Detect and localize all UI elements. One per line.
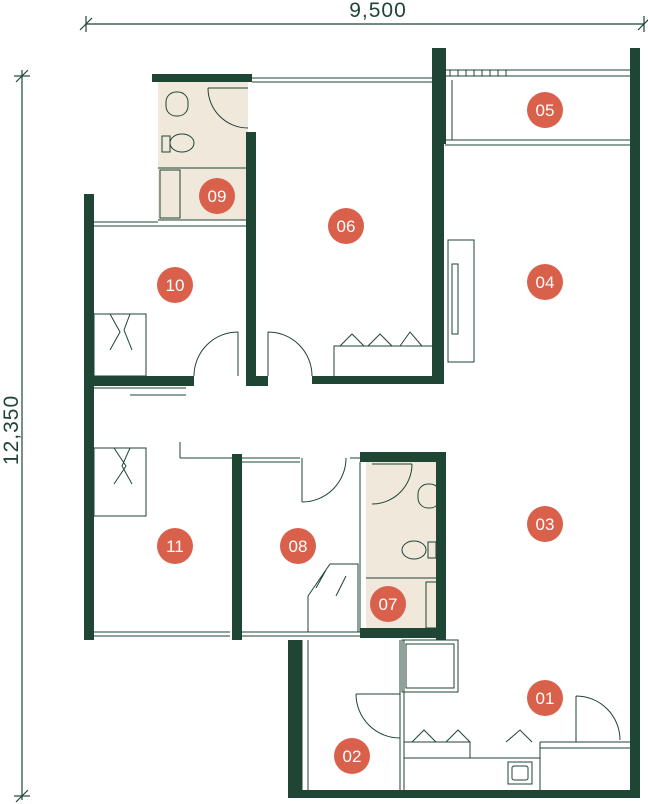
room-marker-05: 05 xyxy=(527,92,563,128)
svg-text:02: 02 xyxy=(343,747,362,766)
room-marker-01: 01 xyxy=(527,680,563,716)
room-markers: 01 02 03 04 05 06 07 08 09 10 11 xyxy=(157,92,563,774)
svg-text:04: 04 xyxy=(536,273,555,292)
room-marker-04: 04 xyxy=(527,264,563,300)
svg-text:03: 03 xyxy=(536,515,555,534)
svg-text:05: 05 xyxy=(536,101,555,120)
room-marker-06: 06 xyxy=(328,208,364,244)
thin-lines xyxy=(94,69,636,796)
svg-text:06: 06 xyxy=(337,217,356,236)
door-swings xyxy=(193,87,621,742)
width-dimension-label: 9,500 xyxy=(349,0,407,22)
room-marker-10: 10 xyxy=(157,267,193,303)
room-marker-11: 11 xyxy=(157,528,193,564)
room-marker-03: 03 xyxy=(527,506,563,542)
room-marker-02: 02 xyxy=(334,738,370,774)
svg-text:11: 11 xyxy=(166,537,184,556)
walls xyxy=(84,48,640,798)
wet-areas xyxy=(158,80,444,630)
room-marker-08: 08 xyxy=(280,528,316,564)
dimension-lines xyxy=(14,16,648,803)
svg-text:07: 07 xyxy=(379,595,398,614)
room-marker-09: 09 xyxy=(199,178,235,214)
room-marker-07: 07 xyxy=(370,586,406,622)
svg-text:08: 08 xyxy=(289,537,308,556)
svg-text:09: 09 xyxy=(208,187,227,206)
height-dimension-label: 12,350 xyxy=(0,395,23,465)
svg-text:01: 01 xyxy=(536,689,555,708)
svg-text:10: 10 xyxy=(166,276,185,295)
